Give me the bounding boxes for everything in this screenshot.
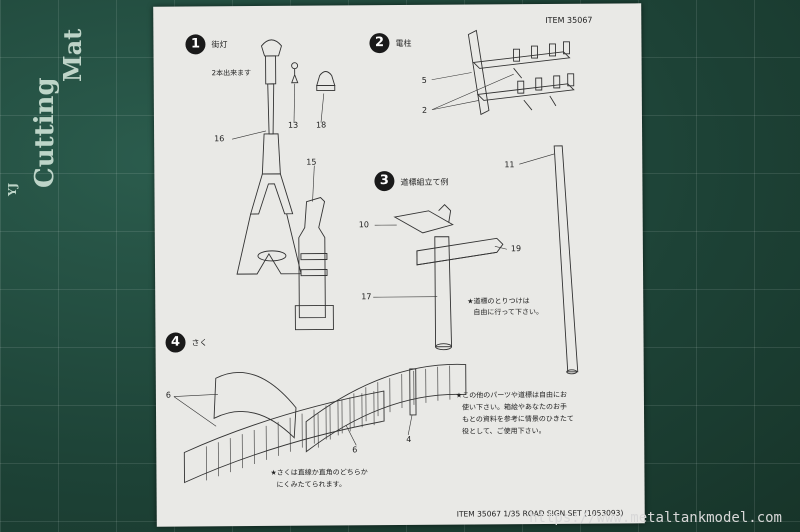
post-drawing bbox=[294, 197, 334, 331]
part-label-11: 11 bbox=[504, 160, 515, 170]
part-label-2: 2 bbox=[421, 105, 428, 115]
part-label-6-left: 6 bbox=[165, 390, 172, 400]
instruction-sheet: ITEM 35067 1 街灯 2本出来ます 2 電柱 3 道標組立て例 4 さ… bbox=[153, 3, 645, 527]
site-watermark: https://www.metaltankmodel.com bbox=[529, 510, 782, 526]
part-label-4: 4 bbox=[406, 434, 412, 444]
signpost-note-line-1: ★道標のとりつけは bbox=[467, 297, 530, 306]
other-parts-note-line-2: 使い下さい。箱絵やあなたのお手 bbox=[461, 402, 568, 412]
other-parts-note-line-1: ★この他のパーツや道標は自由にお bbox=[455, 390, 568, 400]
part-label-13: 13 bbox=[287, 120, 299, 130]
part-label-18: 18 bbox=[315, 120, 327, 130]
mat-brand-prefix: YJ bbox=[6, 182, 19, 196]
mat-brand-cutting: Cutting bbox=[30, 77, 60, 188]
fence-note-line-2: にくみたてられます。 bbox=[276, 480, 347, 489]
fence-note-line-1: ★さくは直線か直角のどちらか bbox=[270, 468, 368, 477]
part-label-10: 10 bbox=[358, 220, 369, 230]
signpost-note-line-2: 自由に行って下さい。 bbox=[473, 307, 544, 317]
utility-pole-top-drawing bbox=[467, 29, 575, 116]
other-parts-note-line-3: もとの資料を参考に情景のひきたて bbox=[462, 414, 574, 424]
lamp-small-parts-drawing bbox=[291, 62, 336, 92]
utility-pole-drawing bbox=[553, 145, 579, 375]
street-lamp-drawing bbox=[236, 39, 302, 275]
part-label-15: 15 bbox=[306, 157, 317, 167]
other-parts-note-line-4: 役として、ご使用下さい。 bbox=[462, 426, 546, 436]
part-label-5: 5 bbox=[421, 75, 427, 85]
leader-lines bbox=[173, 72, 555, 446]
fence-drawing bbox=[183, 363, 467, 484]
signpost-drawing bbox=[393, 204, 504, 351]
assembly-drawings bbox=[173, 29, 579, 484]
mat-brand-mat: Mat bbox=[58, 28, 87, 82]
part-label-16: 16 bbox=[214, 134, 225, 144]
part-label-19: 19 bbox=[510, 244, 522, 254]
part-label-17: 17 bbox=[361, 292, 372, 302]
part-label-6-bottom: 6 bbox=[352, 445, 358, 455]
